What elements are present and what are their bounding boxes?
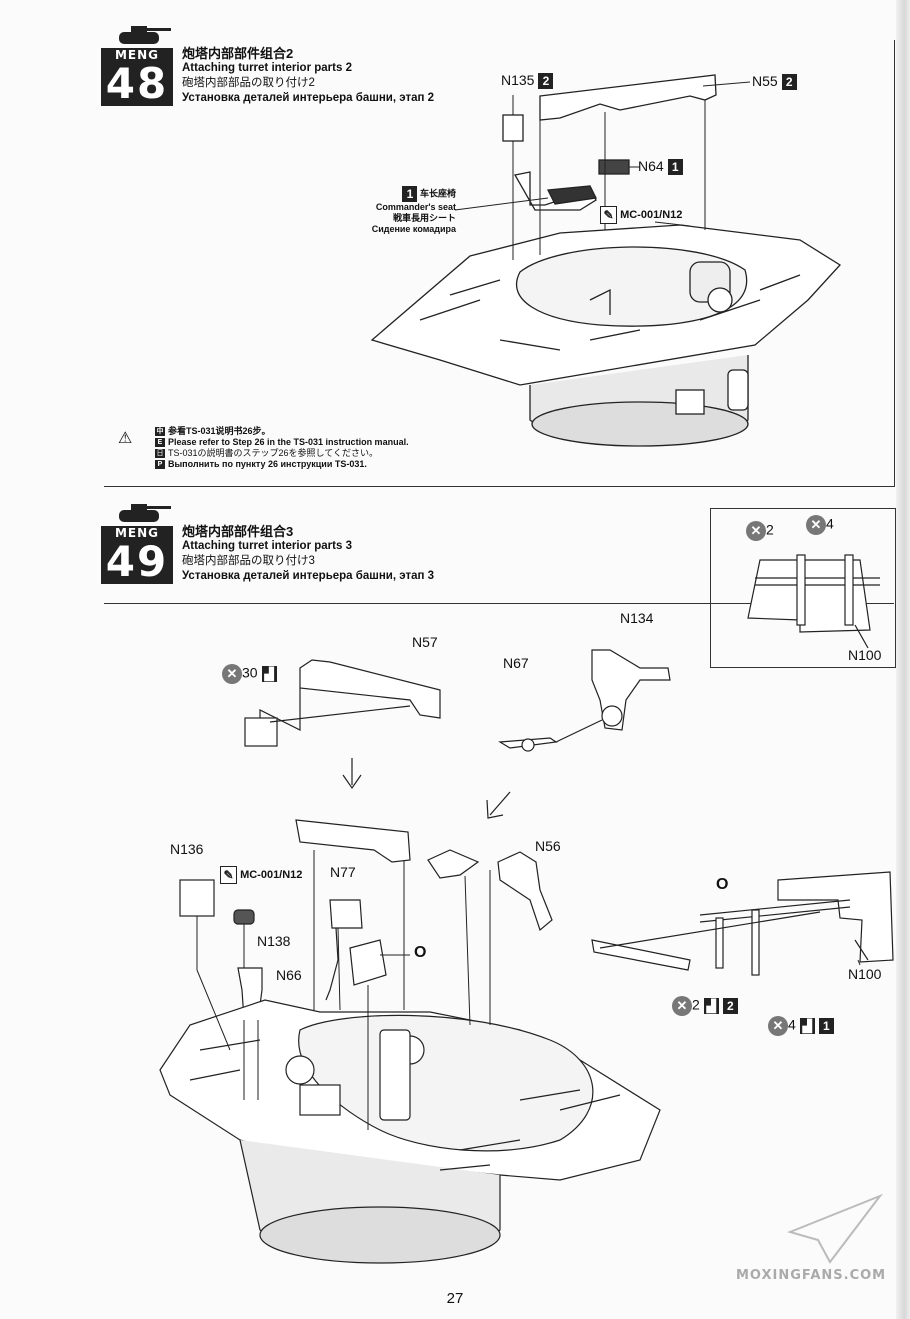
cut-icon: ✕ [746, 521, 766, 541]
tank-icon [119, 504, 171, 522]
watermark: MOXINGFANS.COM [736, 1268, 887, 1283]
binder-edge [896, 0, 910, 1319]
step48-drawing [370, 74, 842, 447]
brand-logo: MENG [101, 48, 173, 62]
brush-icon: ✎ [220, 866, 237, 884]
label-x2: ✕2▟2 [672, 996, 738, 1016]
lang-icon: 日 [155, 449, 165, 459]
inset-x2: ✕2 [746, 521, 774, 541]
title-cn: 炮塔内部部件组合3 [182, 524, 294, 539]
label-n56: N56 [535, 838, 561, 854]
label-n77: N77 [330, 864, 356, 880]
label-n134: N134 [620, 610, 654, 626]
tank-icon [119, 26, 171, 44]
inset-n100: N100 [848, 647, 882, 663]
title-ru: Установка деталей интерьера башни, этап … [182, 570, 435, 582]
sprue-badge: 2 [781, 74, 797, 91]
sprue-badge: 2 [538, 73, 554, 90]
sprue-badge: 2 [722, 998, 738, 1014]
brush-icon: ✎ [600, 206, 617, 224]
sprue-badge: 1 [667, 159, 683, 176]
page-number: 27 [446, 1290, 464, 1307]
warning-icon: ⚠ [118, 430, 133, 447]
step-number: 49 [101, 540, 173, 584]
label-x4: ✕4▟1 [768, 1016, 834, 1036]
sprue-badge: 1 [818, 1018, 834, 1034]
glue-icon: ▟ [261, 666, 277, 682]
step49-title: 炮塔内部部件组合3 Attaching turret interior part… [182, 524, 434, 584]
title-en: Attaching turret interior parts 2 [182, 62, 352, 74]
inset-box [710, 508, 896, 668]
label-n138: N138 [257, 933, 291, 949]
cut-icon: ✕ [806, 515, 826, 535]
label-n67: N67 [503, 655, 529, 671]
cut-icon: ✕ [672, 996, 692, 1016]
brand-logo: MENG [101, 526, 173, 540]
step49-frame [104, 603, 894, 604]
glue-icon: ▟ [703, 998, 719, 1014]
title-jp: 砲塔内部部品の取り付け3 [182, 555, 315, 567]
label-paint-48: ✎ MC-001/N12 [596, 206, 682, 224]
cut-icon: ✕ [222, 664, 242, 684]
label-commander-seat: 1 车长座椅 Commander's seat 戦車長用シート Сидение … [371, 186, 456, 234]
lang-icon: E [155, 438, 165, 448]
label-n66: N66 [276, 967, 302, 983]
cut-icon: ✕ [768, 1016, 788, 1036]
label-n136: N136 [170, 841, 204, 857]
label-paint-49: ✎ MC-001/N12 [216, 866, 302, 884]
step48-frame [104, 40, 895, 487]
inset-x4: ✕4 [806, 515, 834, 535]
glue-icon: ▟ [799, 1018, 815, 1034]
title-en: Attaching turret interior parts 3 [182, 540, 352, 552]
title-jp: 砲塔内部部品の取り付け2 [182, 77, 315, 89]
title-cn: 炮塔内部部件组合2 [182, 46, 294, 61]
label-o-right: O [716, 876, 729, 893]
label-n57: N57 [412, 634, 438, 650]
label-x30: ✕30▟ [222, 664, 277, 684]
label-n100: N100 [848, 966, 882, 982]
lang-icon: P [155, 460, 165, 470]
step-number: 48 [101, 62, 173, 106]
sprue-badge: 1 [402, 186, 418, 202]
title-ru: Установка деталей интерьера башни, этап … [182, 92, 435, 104]
step48-title: 炮塔内部部件组合2 Attaching turret interior part… [182, 46, 434, 106]
label-o-left: O [414, 944, 427, 961]
lang-icon: 中 [155, 427, 165, 437]
